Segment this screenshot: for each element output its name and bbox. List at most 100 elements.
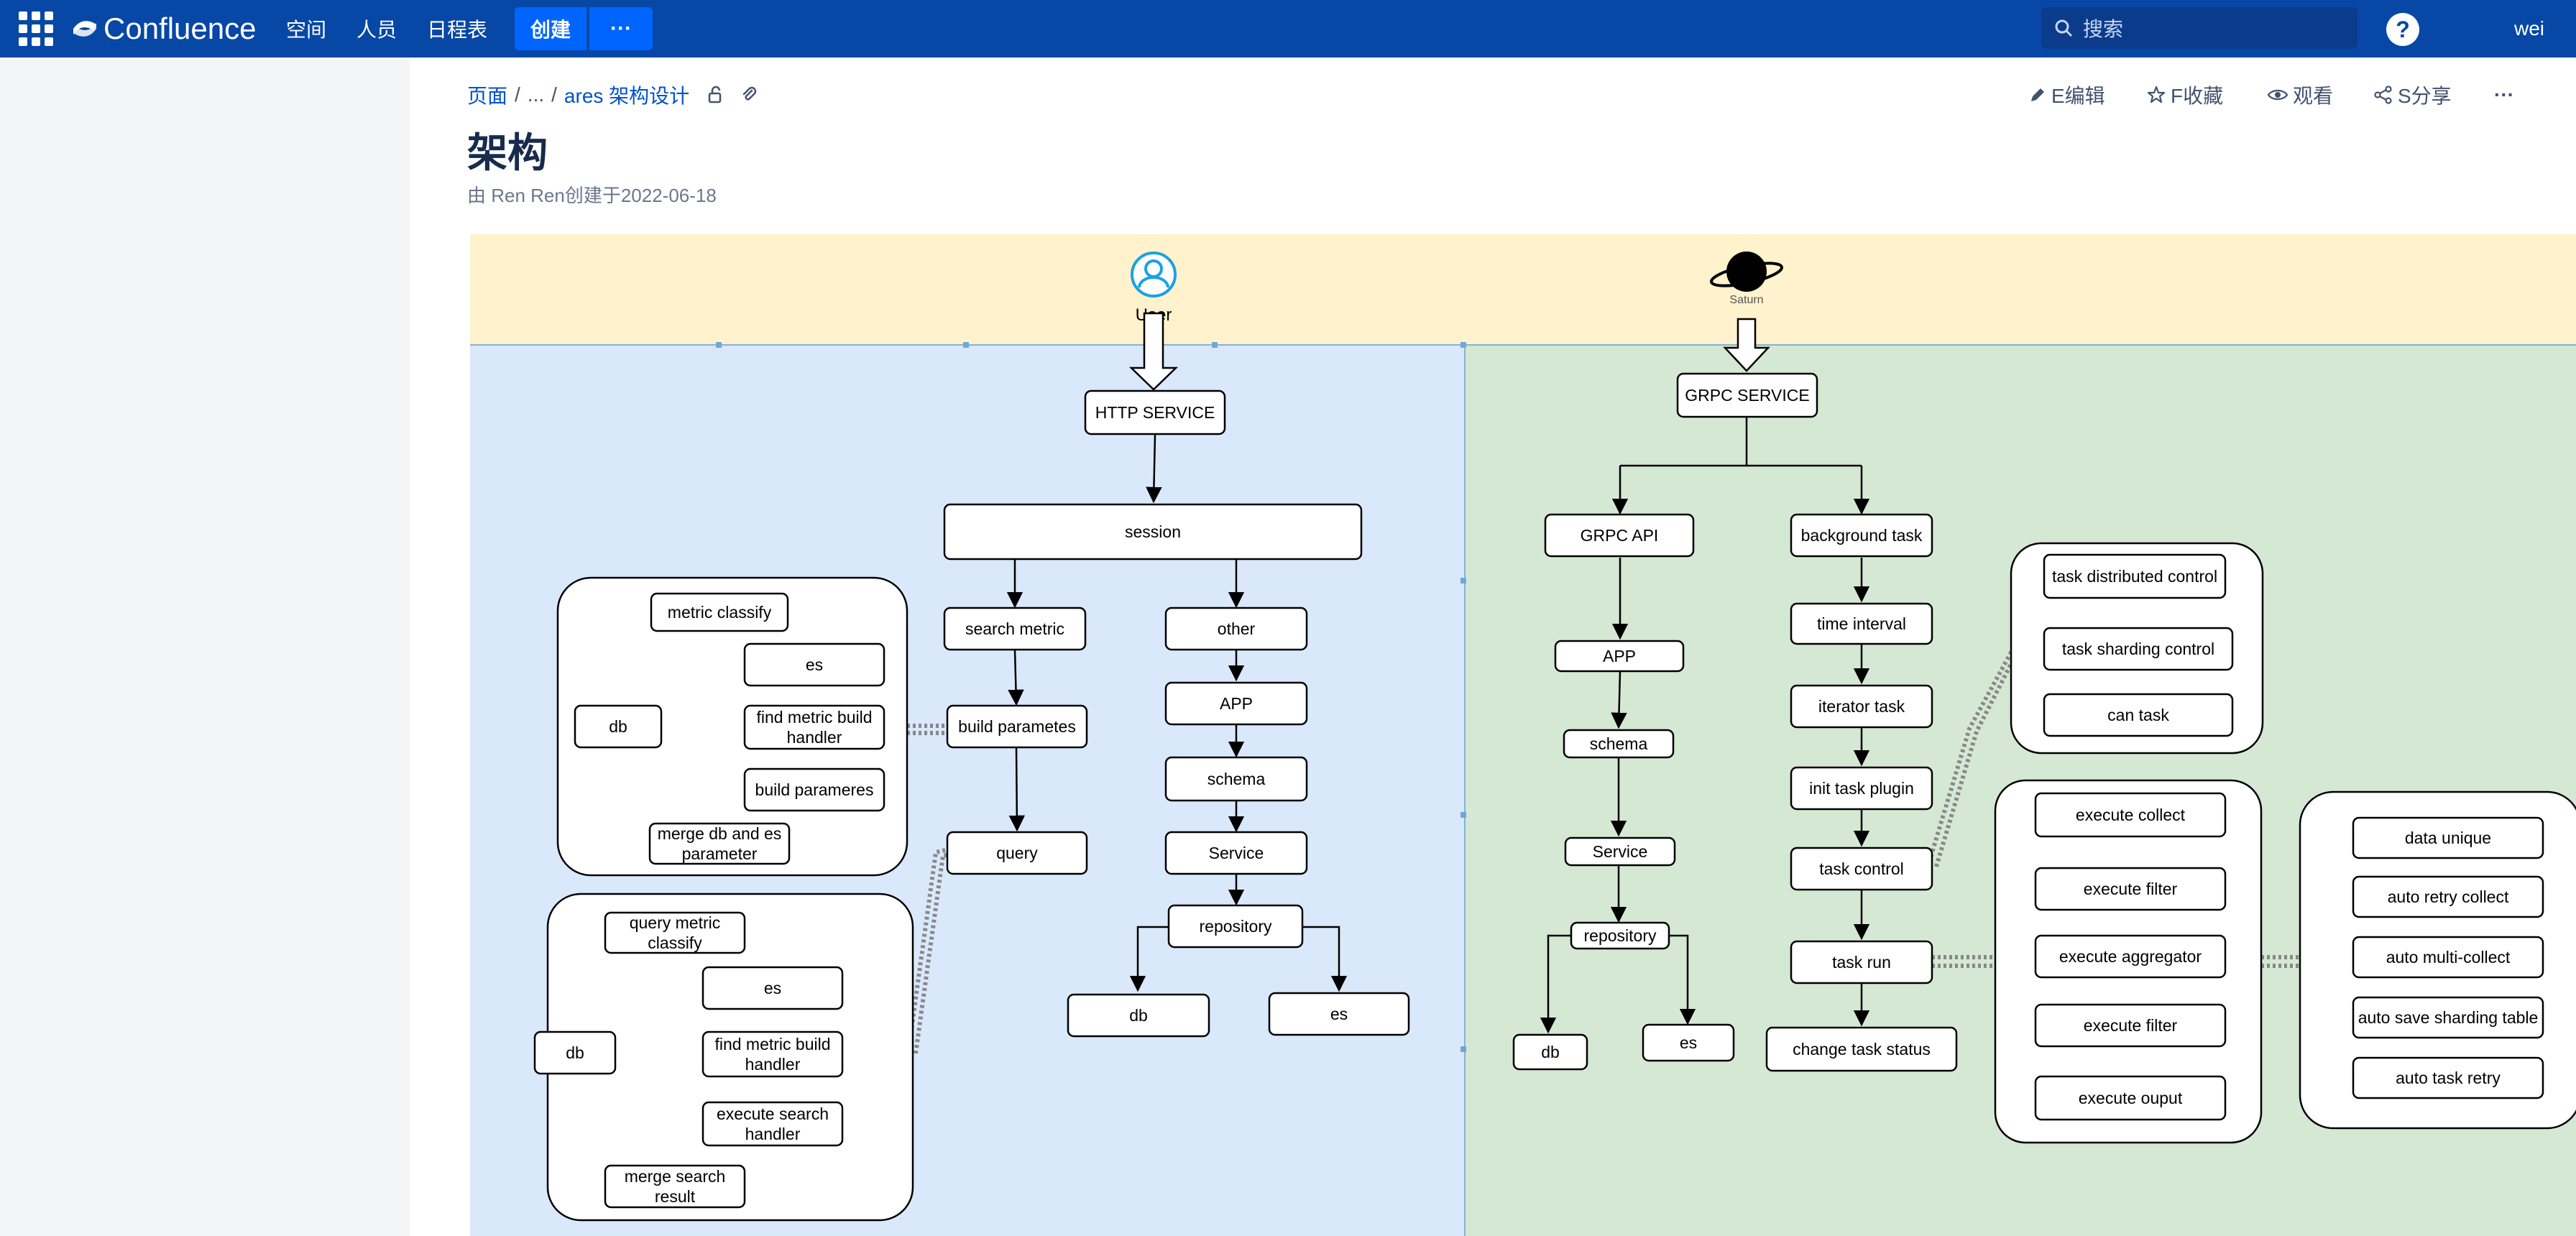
left-schema-node-label: schema xyxy=(1208,770,1266,788)
nav-calendars[interactable]: 日程表 xyxy=(427,19,488,41)
left-sidebar xyxy=(0,57,410,1236)
search-metric-node: search metric xyxy=(943,607,1087,651)
auto-retry-collect-node: auto retry collect xyxy=(2352,875,2544,918)
confluence-logo[interactable]: Confluence xyxy=(72,9,256,49)
breadcrumb-separator: / xyxy=(515,83,520,106)
execute-collect-node: execute collect xyxy=(2034,792,2227,838)
task-run-node-label: task run xyxy=(1832,953,1891,972)
can-task-node-label: can task xyxy=(2107,706,2169,724)
init-task-plugin-node: init task plugin xyxy=(1790,766,1933,811)
left-es-node-label: es xyxy=(1330,1005,1348,1023)
auto-task-retry-node: auto task retry xyxy=(2352,1056,2544,1099)
g2-db-node: db xyxy=(533,1030,617,1075)
search-placeholder: 搜索 xyxy=(2083,18,2124,40)
g2-merge-node-label: merge search xyxy=(625,1167,726,1186)
data-unique-node-label: data unique xyxy=(2405,829,2491,847)
user-menu[interactable]: wei xyxy=(2514,17,2545,40)
more-actions-button[interactable]: ··· xyxy=(2494,83,2514,106)
nav-spaces[interactable]: 空间 xyxy=(286,19,327,41)
iterator-task-node-label: iterator task xyxy=(1818,697,1905,716)
breadcrumb-separator: / xyxy=(551,83,557,106)
execute-aggregator-node-label: execute aggregator xyxy=(2059,947,2202,966)
g1-merge-node-label: parameter xyxy=(682,844,758,863)
query-metric-classify-node-label: query metric xyxy=(630,913,721,932)
saturn-to-grpc-arrow xyxy=(1723,318,1770,372)
http-service-node: HTTP SERVICE xyxy=(1084,389,1226,435)
top-navigation-bar: Confluence 空间 人员 日程表 创建 ··· 搜索 ? wei xyxy=(0,0,2576,57)
query-node: query xyxy=(946,831,1088,875)
time-interval-node-label: time interval xyxy=(1817,614,1906,633)
search-icon xyxy=(2055,19,2073,37)
task-run-node: task run xyxy=(1790,940,1933,984)
execute-filter-node: execute filter xyxy=(2034,867,2227,911)
session-node-label: session xyxy=(1125,522,1181,541)
execute-filter-node-label: execute filter xyxy=(2084,880,2178,898)
right-db-node: db xyxy=(1512,1033,1588,1071)
share-button[interactable]: S分享 xyxy=(2373,79,2452,111)
breadcrumb: 页面 / ... / ares 架构设计 xyxy=(467,79,758,111)
edit-button[interactable]: E编辑 xyxy=(2028,79,2105,111)
breadcrumb-parent-page[interactable]: ares 架构设计 xyxy=(564,85,690,107)
left-db-node: db xyxy=(1067,993,1210,1038)
left-db-node-label: db xyxy=(1129,1006,1148,1025)
grpc-api-node: GRPC API xyxy=(1544,513,1695,558)
left-repository-node: repository xyxy=(1167,904,1304,949)
architecture-diagram-svg: User Saturn xyxy=(470,234,2576,1236)
left-app-node: APP xyxy=(1164,681,1308,726)
breadcrumb-pages[interactable]: 页面 xyxy=(467,85,508,107)
watch-button[interactable]: 观看 xyxy=(2267,79,2333,111)
right-schema-node: schema xyxy=(1563,729,1675,759)
http-service-node-label: HTTP SERVICE xyxy=(1095,403,1215,422)
task-control-node-label: task control xyxy=(1819,859,1904,878)
g2-find-handler-node-label: handler xyxy=(745,1055,801,1074)
attachment-icon[interactable] xyxy=(740,86,758,104)
background-task-node: background task xyxy=(1790,513,1933,558)
architecture-diagram: User Saturn xyxy=(470,234,2576,1236)
g2-merge-node-label: result xyxy=(655,1187,696,1206)
help-icon[interactable]: ? xyxy=(2386,13,2419,46)
auto-retry-collect-node-label: auto retry collect xyxy=(2388,887,2509,906)
auto-save-sharding-table-node-label: auto save sharding table xyxy=(2358,1008,2539,1027)
watch-label: 观看 xyxy=(2293,85,2334,107)
task-sharding-control-node-label: task sharding control xyxy=(2062,640,2214,658)
app-switcher-icon[interactable] xyxy=(19,11,56,46)
save-for-later-button[interactable]: F收藏 xyxy=(2146,79,2223,111)
auto-multi-collect-node-label: auto multi-collect xyxy=(2386,948,2511,967)
saturn-actor-label: Saturn xyxy=(1729,294,1763,306)
unlock-icon[interactable] xyxy=(707,86,725,104)
execute-output-node: execute ouput xyxy=(2034,1075,2227,1121)
right-es-node: es xyxy=(1642,1023,1735,1062)
create-more-button[interactable]: ··· xyxy=(589,7,653,50)
create-button[interactable]: 创建 xyxy=(515,7,586,50)
saturn-actor-icon xyxy=(1710,252,1783,292)
build-parametes-node-label: build parametes xyxy=(958,717,1076,736)
user-to-http-arrow xyxy=(1128,312,1179,391)
g1-db-node-label: db xyxy=(609,717,627,736)
left-es-node: es xyxy=(1268,992,1410,1036)
auto-save-sharding-table-node: auto save sharding table xyxy=(2352,996,2544,1039)
logo-text: Confluence xyxy=(104,11,257,45)
g1-es-node: es xyxy=(743,642,886,687)
data-unique-node: data unique xyxy=(2352,816,2544,859)
other-node: other xyxy=(1164,607,1308,651)
page-title: 架构 xyxy=(467,130,548,175)
auto-task-retry-node-label: auto task retry xyxy=(2396,1069,2501,1087)
right-schema-node-label: schema xyxy=(1590,734,1648,753)
share-icon xyxy=(2374,86,2392,104)
left-service-node: Service xyxy=(1164,831,1308,875)
g1-db-node: db xyxy=(574,704,663,749)
right-service-node: Service xyxy=(1564,836,1676,867)
breadcrumb-ellipsis[interactable]: ... xyxy=(527,83,545,106)
g1-merge-node-label: merge db and es xyxy=(658,824,782,843)
left-schema-node: schema xyxy=(1164,756,1308,802)
save-label: F收藏 xyxy=(2171,85,2224,107)
eye-icon xyxy=(2267,89,2288,101)
right-service-node-label: Service xyxy=(1593,842,1648,861)
search-input[interactable]: 搜索 xyxy=(2041,7,2358,49)
nav-people[interactable]: 人员 xyxy=(356,19,397,41)
